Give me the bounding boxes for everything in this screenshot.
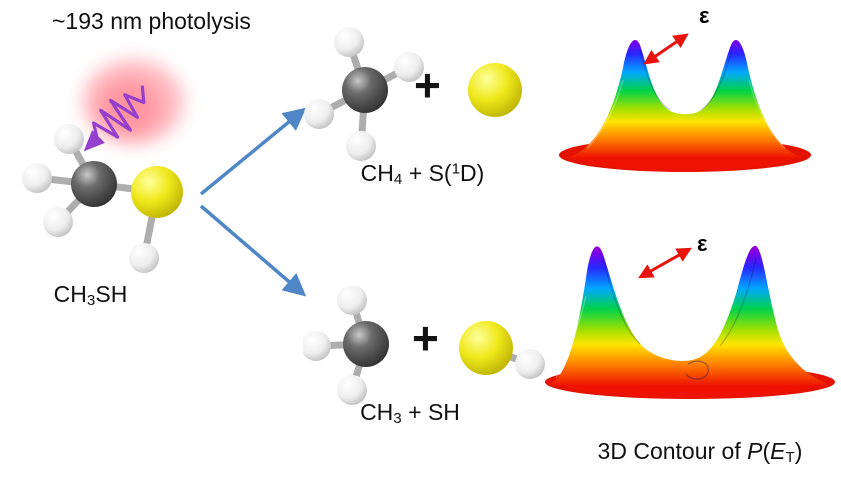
reactant-label: CH3SH (18, 281, 163, 309)
hydrogen-atom (515, 349, 545, 379)
hydrogen-atom (304, 99, 334, 129)
carbon-atom (343, 321, 389, 367)
formula-part: SH (95, 281, 128, 307)
polarization-arrow-bottom-icon (638, 247, 692, 279)
epsilon-label-bottom: ε (697, 231, 708, 256)
channel-top-label: CH4 + S(1D) (330, 160, 515, 188)
branch-arrow-top-icon (199, 107, 307, 196)
branch-arrow-bottom-icon (199, 204, 307, 297)
caption-text: 3D Contour of (597, 438, 748, 464)
formula-part: + S( (402, 160, 452, 186)
hydrogen-atom (43, 207, 73, 237)
contour-texture (555, 257, 757, 380)
formula-part: CH (360, 399, 394, 425)
formula-subscript: 4 (393, 171, 403, 189)
sulfur-atom (468, 63, 522, 117)
caption-P: P (747, 438, 763, 464)
sulfur-atom-product (468, 63, 522, 117)
carbon-atom (71, 161, 117, 207)
hydrogen-atom (337, 375, 367, 405)
hydrogen-atom (129, 243, 159, 273)
ch4-molecule (304, 27, 424, 161)
ch3sh-molecule (22, 124, 183, 273)
sulfur-atom (131, 166, 183, 218)
hydrogen-atom (394, 52, 424, 82)
formula-subscript: 3 (86, 292, 96, 310)
hydrogen-atom (346, 131, 376, 161)
sh-molecule (459, 321, 545, 379)
sulfur-atom (459, 321, 513, 375)
contour-texture (586, 49, 786, 149)
caption-paren: ) (794, 438, 803, 464)
contour-surface (569, 39, 801, 173)
formula-part: D) (460, 160, 485, 186)
branch-arrows (199, 107, 307, 297)
contour-plot-top (559, 33, 811, 173)
laser-pulse-icon (83, 60, 183, 152)
formula-superscript: 1 (451, 160, 461, 178)
photolysis-label: ~193 nm photolysis (52, 8, 251, 34)
caption-paren: ( (762, 438, 771, 464)
formula-part: CH (360, 160, 394, 186)
plus-sign-top: + (414, 59, 441, 111)
hydrogen-atom (337, 286, 367, 315)
formula-part: + SH (401, 399, 460, 425)
ch3-molecule (303, 286, 389, 405)
contour-caption: 3D Contour of P(ET) (560, 438, 840, 466)
contour-surface (550, 245, 828, 398)
caption-E: E (770, 438, 786, 464)
polarization-arrow-top-icon (643, 33, 689, 65)
hydrogen-atom (334, 27, 364, 57)
formula-subscript: 3 (393, 410, 402, 428)
caption-T-subscript: T (785, 449, 795, 467)
channel-bottom-label: CH3 + SH (330, 399, 490, 427)
hydrogen-atom (303, 331, 331, 361)
hydrogen-atom (54, 124, 84, 154)
plus-sign-bottom: + (412, 312, 439, 364)
contour-plot-bottom (545, 245, 835, 399)
carbon-atom (342, 67, 388, 113)
laser-zigzag-arrow-icon (83, 85, 146, 152)
epsilon-label-top: ε (699, 3, 710, 28)
formula-part: CH (53, 281, 87, 307)
hydrogen-atom (22, 163, 52, 193)
